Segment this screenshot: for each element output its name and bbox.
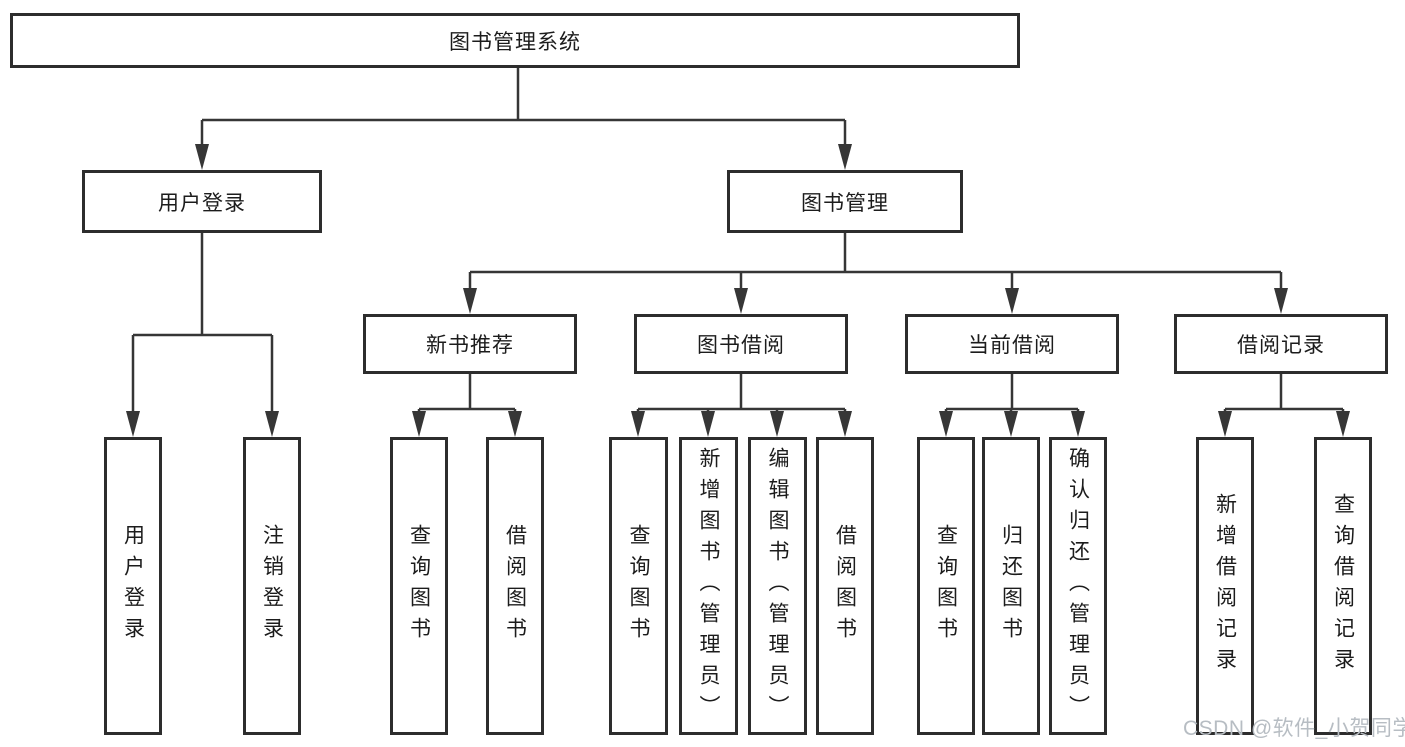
leaf-query-books-borrow: 查询图书 <box>609 437 668 735</box>
node-borrow-records: 借阅记录 <box>1174 314 1388 374</box>
leaf-confirm-return-admin: 确认归还（管理员） <box>1049 437 1107 735</box>
leaf-return-books: 归还图书 <box>982 437 1040 735</box>
leaf-edit-book-admin: 编辑图书（管理员） <box>748 437 807 735</box>
node-new-book-recommend: 新书推荐 <box>363 314 577 374</box>
node-user-login: 用户登录 <box>82 170 322 233</box>
leaf-borrow-books: 借阅图书 <box>816 437 874 735</box>
node-book-management: 图书管理 <box>727 170 963 233</box>
csdn-watermark: CSDN @软件_小贺同学 <box>1183 717 1405 740</box>
leaf-query-books-current: 查询图书 <box>917 437 975 735</box>
leaf-add-book-admin: 新增图书（管理员） <box>679 437 738 735</box>
node-current-borrow: 当前借阅 <box>905 314 1119 374</box>
leaf-logout: 注销登录 <box>243 437 301 735</box>
leaf-add-borrow-record: 新增借阅记录 <box>1196 437 1254 735</box>
node-root-library-system: 图书管理系统 <box>10 13 1020 68</box>
leaf-user-login: 用户登录 <box>104 437 162 735</box>
leaf-query-borrow-record: 查询借阅记录 <box>1314 437 1372 735</box>
leaf-borrow-books-recommend: 借阅图书 <box>486 437 544 735</box>
node-book-borrow: 图书借阅 <box>634 314 848 374</box>
leaf-query-books-recommend: 查询图书 <box>390 437 448 735</box>
